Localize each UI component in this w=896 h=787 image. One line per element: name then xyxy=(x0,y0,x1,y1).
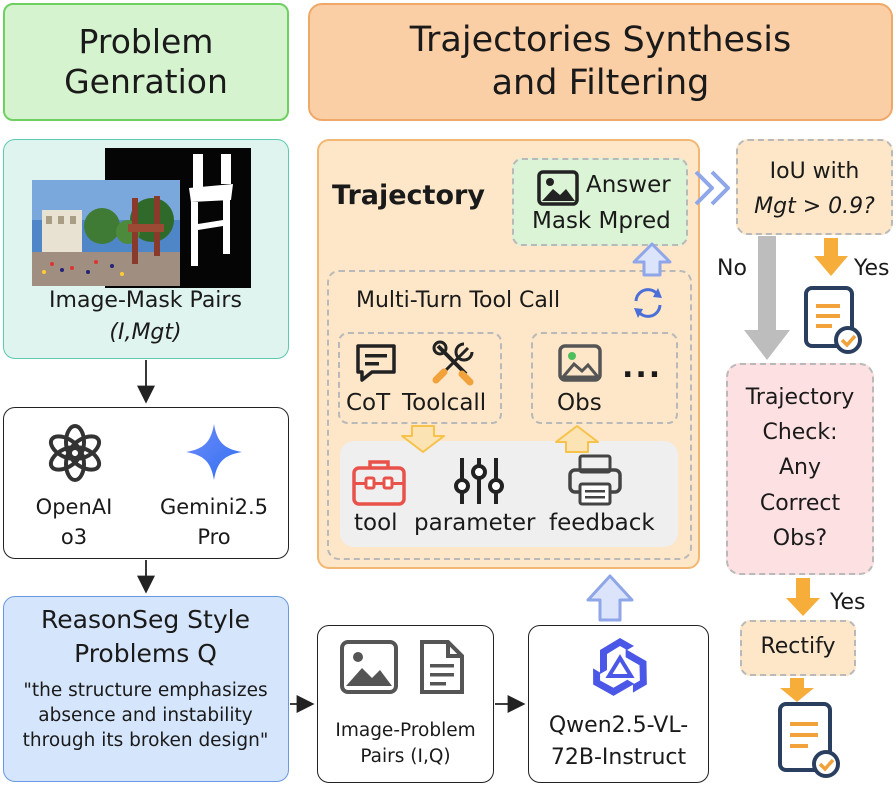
wrench-icon xyxy=(432,340,474,386)
image-problem-line: Image-Problem xyxy=(335,720,476,741)
gemini-icon xyxy=(186,424,242,480)
chat-icon xyxy=(356,344,396,382)
obs-box xyxy=(531,332,678,424)
tools-panel xyxy=(340,441,678,547)
check-line: Correct xyxy=(759,490,841,516)
quote-line: through its broken design" xyxy=(22,729,269,751)
trajectory-title: Trajectory xyxy=(332,180,485,211)
iou-box xyxy=(736,139,893,235)
printer-icon xyxy=(568,454,622,506)
checklist-icon xyxy=(804,286,862,354)
image-mask-pairs-box: Image-Mask Pairs (I,Mgt) xyxy=(3,139,289,359)
quote-line: "the structure emphasizes xyxy=(23,680,268,701)
cycle-icon xyxy=(634,288,662,318)
answer-image-icon xyxy=(537,170,579,206)
cot-toolcall-box xyxy=(338,332,502,424)
checklist-icon-bottom xyxy=(778,702,840,778)
image-problem-line: Pairs (I,Q) xyxy=(360,745,451,767)
image-icon xyxy=(340,640,398,694)
mask-pred-label: Mask Mpred xyxy=(532,208,671,234)
toolcall-label: Toolcall xyxy=(402,390,487,416)
gemini-label: Gemini2.5 Pro xyxy=(146,492,282,553)
quote-line: absence and instability xyxy=(38,704,253,726)
problem-generation-header: Problem Genration xyxy=(3,3,289,121)
trajectory-check-box xyxy=(726,363,874,575)
check-line: Any xyxy=(778,455,821,481)
iou-label: IoU with Mgt > 0.9? xyxy=(736,154,893,224)
image-problem-label: Image-Problem Pairs (I,Q) xyxy=(318,718,493,770)
document-icon xyxy=(420,640,464,694)
yes-label-top: Yes xyxy=(854,256,890,281)
qwen-icon xyxy=(593,638,647,696)
multi-turn-label: Multi-Turn Tool Call xyxy=(356,288,561,313)
qwen-label: Qwen2.5-VL- 72B-Instruct xyxy=(529,710,708,774)
obs-image-icon xyxy=(558,344,602,382)
qwen-line: Qwen2.5-VL- xyxy=(548,713,689,738)
no-label: No xyxy=(717,256,747,281)
reasonseg-title-line: ReasonSeg Style xyxy=(41,605,250,634)
trajectory-check-label: Trajectory Check: Any Correct Obs? xyxy=(726,380,874,556)
models-box: OpenAI o3 Gemini2.5 Pro xyxy=(3,407,289,559)
image-mask-notation: (I,Mgt) xyxy=(109,320,182,345)
iou-line: IoU with xyxy=(769,159,860,184)
openai-icon xyxy=(48,424,102,482)
tool-label: tool xyxy=(354,510,398,536)
rectify-label: Rectify xyxy=(760,634,836,659)
image-problem-box: Image-Problem Pairs (I,Q) xyxy=(317,625,494,783)
sliders-icon xyxy=(454,458,504,504)
multi-turn-box xyxy=(327,270,692,560)
plaza-photo xyxy=(32,180,180,286)
header-line: Problem xyxy=(78,21,214,61)
reasonseg-quote: "the structure emphasizes absence and in… xyxy=(4,679,287,754)
obs-ellipsis: ... xyxy=(622,350,663,385)
openai-version: o3 xyxy=(60,525,88,550)
answer-label: Answer xyxy=(586,172,671,198)
reasonseg-box: ReasonSeg Style Problems Q "the structur… xyxy=(3,596,289,782)
trajectories-header: Trajectories Synthesis and Filtering xyxy=(308,3,893,121)
rectify-box xyxy=(740,620,856,676)
reasonseg-title-line: Problems Q xyxy=(74,638,217,668)
image-mask-label: Image-Mask Pairs xyxy=(49,288,242,313)
obs-label: Obs xyxy=(557,390,602,416)
header-line: Genration xyxy=(64,62,228,101)
check-line: Obs? xyxy=(772,525,828,551)
feedback-label: feedback xyxy=(549,510,655,536)
gemini-version: Pro xyxy=(197,525,231,550)
qwen-line: 72B-Instruct xyxy=(550,744,687,770)
check-line: Check: xyxy=(762,420,838,446)
header-line: and Filtering xyxy=(491,63,710,103)
cot-label: CoT xyxy=(346,390,391,416)
openai-label: OpenAI o3 xyxy=(14,492,134,553)
toolbox-icon xyxy=(352,460,406,506)
iou-line: Mgt > 0.9? xyxy=(754,194,875,220)
check-line: Trajectory xyxy=(745,385,855,410)
openai-name: OpenAI xyxy=(35,495,113,519)
parameter-label: parameter xyxy=(414,510,536,536)
yes-label-bottom: Yes xyxy=(830,590,866,615)
qwen-box: Qwen2.5-VL- 72B-Instruct xyxy=(528,625,709,783)
gemini-name: Gemini2.5 xyxy=(159,495,269,519)
header-line: Trajectories Synthesis xyxy=(409,20,792,61)
reasonseg-title: ReasonSeg Style Problems Q xyxy=(4,603,287,671)
